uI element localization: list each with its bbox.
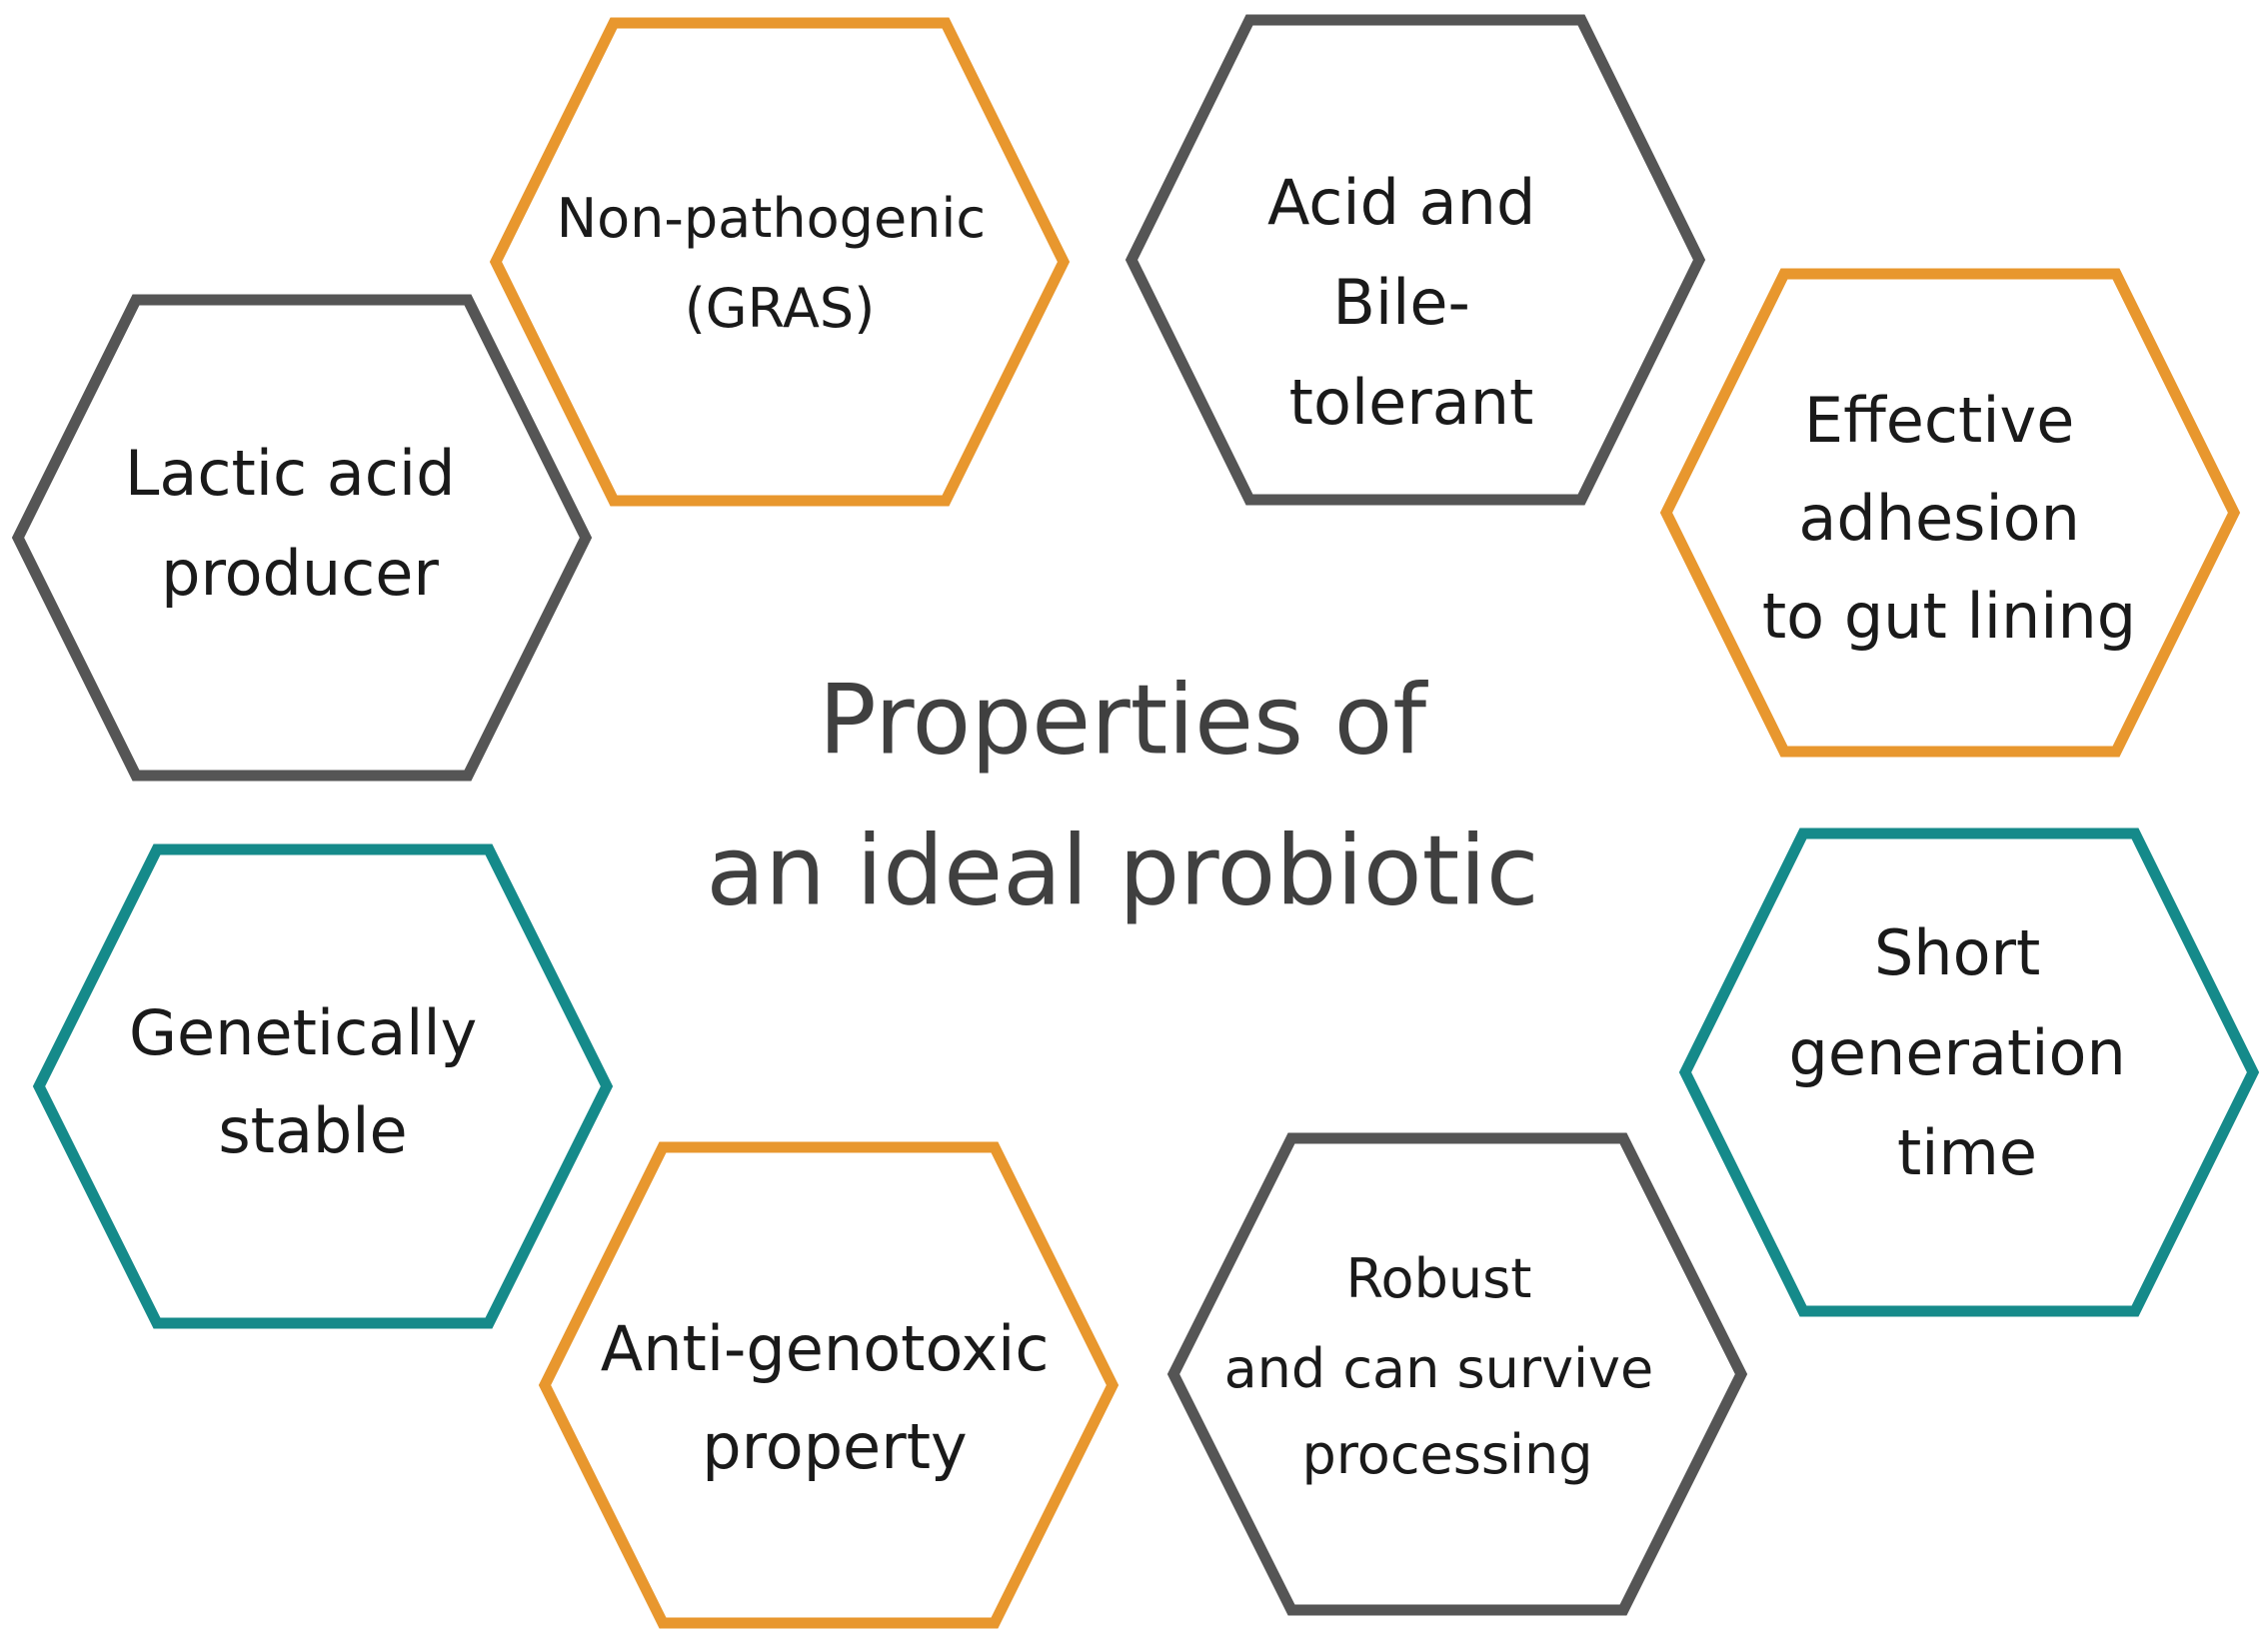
center-title-line-2: an ideal probiotic: [706, 815, 1538, 926]
center-title: Properties of an ideal probiotic: [706, 664, 1538, 926]
hexagon-effective-adhesion-label: Effective adhesion to gut lining: [1762, 384, 2136, 653]
hexagon-non-pathogenic-label: Non-pathogenic (GRAS): [557, 187, 1004, 340]
hexagon-robust-processing-outline: [1166, 1132, 1748, 1616]
center-title-line-1: Properties of: [819, 664, 1428, 776]
hexagon-short-generation-time: Short generation time: [1678, 827, 2260, 1317]
hexagon-genetically-stable: Genetically stable: [32, 843, 614, 1329]
hexagon-effective-adhesion-outline: [1659, 268, 2241, 758]
hexagon-anti-genotoxic-label: Anti-genotoxic property: [601, 1312, 1069, 1483]
hexagon-short-generation-time-outline: [1678, 827, 2260, 1317]
hexagon-effective-adhesion: Effective adhesion to gut lining: [1659, 268, 2241, 758]
hexagon-robust-processing: Robust and can survive processing: [1166, 1132, 1748, 1616]
hexagon-non-pathogenic: Non-pathogenic (GRAS): [489, 17, 1071, 507]
hexagon-lactic-acid-producer: Lactic acid producer: [11, 294, 593, 782]
hexagon-lactic-acid-producer-label: Lactic acid producer: [125, 437, 475, 610]
hexagon-genetically-stable-label: Genetically stable: [129, 996, 497, 1167]
hexagon-acid-bile-tolerant-outline: [1125, 14, 1706, 506]
hexagon-lactic-acid-producer-outline: [11, 294, 593, 782]
hexagon-anti-genotoxic-outline: [538, 1141, 1120, 1629]
hexagon-acid-bile-tolerant: Acid and Bile- tolerant: [1125, 14, 1706, 506]
hexagon-anti-genotoxic: Anti-genotoxic property: [538, 1141, 1120, 1629]
hexagon-short-generation-time-label: Short generation time: [1789, 916, 2146, 1189]
hexagon-non-pathogenic-outline: [489, 17, 1071, 507]
hexagon-robust-processing-label: Robust and can survive processing: [1224, 1247, 1671, 1486]
hexagon-genetically-stable-outline: [32, 843, 614, 1329]
hexagon-acid-bile-tolerant-label: Acid and Bile- tolerant: [1267, 166, 1555, 439]
